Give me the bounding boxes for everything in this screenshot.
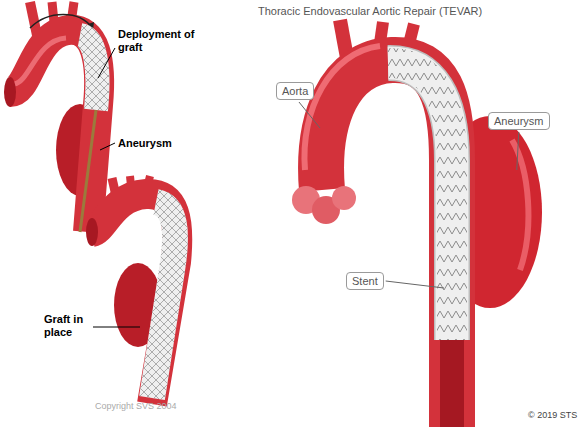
leader-line — [299, 102, 320, 128]
leader-line — [100, 143, 115, 150]
part-label: Graft in place — [44, 313, 90, 338]
aorta-deployment — [4, 2, 104, 232]
part-label: Aneurysm — [118, 137, 198, 150]
leader-line — [98, 48, 115, 78]
callout-box: Aneurysm — [488, 112, 550, 130]
callout-box: Stent — [346, 272, 384, 290]
callout-box: Aorta — [276, 82, 314, 100]
copyright-note: © 2019 STS — [528, 410, 584, 420]
leader-line — [93, 327, 140, 328]
callout-text: Aorta — [282, 85, 308, 97]
callout-text: Stent — [352, 275, 378, 287]
aorta-graft-in-place — [86, 176, 177, 404]
part-label: Deployment of graft — [118, 28, 198, 53]
leader-line — [517, 132, 519, 170]
leader-line — [386, 281, 444, 288]
aorta-tevar — [292, 20, 542, 427]
panel-title: Thoracic Endovascular Aortic Repair (TEV… — [258, 5, 482, 18]
callout-text: Aneurysm — [494, 115, 544, 127]
copyright-note: Copyright SVS 2004 — [95, 401, 235, 411]
